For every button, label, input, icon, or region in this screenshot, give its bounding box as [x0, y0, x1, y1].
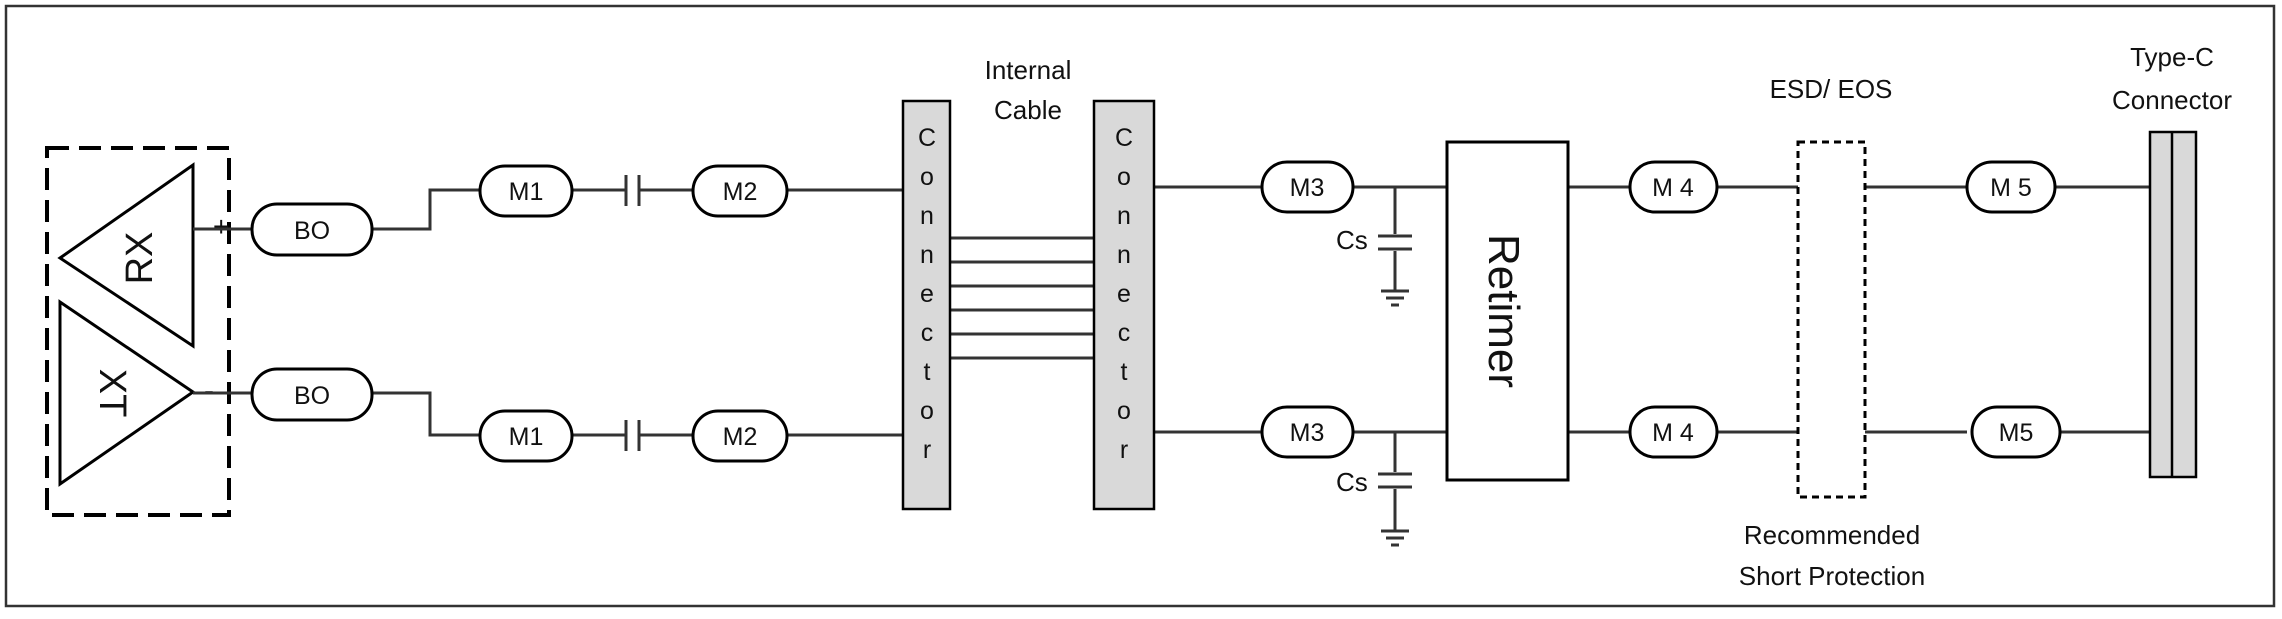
- conn-left-letters-letter: e: [920, 280, 934, 308]
- type-c-label-line1: Type-C: [2130, 42, 2214, 72]
- node-m3-bottom-label: M3: [1290, 419, 1325, 447]
- retimer-label: Retimer: [1479, 234, 1528, 388]
- connector-left-letters: Connector: [918, 124, 936, 464]
- conn-left-letters-letter: o: [920, 163, 934, 191]
- rx-label: RX: [119, 232, 161, 285]
- conn-right-letters-letter: c: [1118, 319, 1131, 347]
- connector-right: [1092, 99, 1156, 511]
- conn-right-letters-letter: o: [1117, 163, 1131, 191]
- shunt-capacitor-top-icon: [1378, 187, 1412, 307]
- conn-left-letters-letter: c: [921, 319, 934, 347]
- tx-triangle-icon: [58, 299, 196, 487]
- node-m1-top-label: M1: [509, 178, 544, 206]
- coupling-capacitor-bottom-icon: [624, 420, 641, 451]
- connector-right-letters: Connector: [1115, 124, 1133, 464]
- esd-eos-protection-box: [1796, 140, 1867, 499]
- node-m4-top-label: M 4: [1652, 174, 1694, 202]
- plus-sign: +: [213, 211, 229, 242]
- node-m5-top: M 5: [1965, 160, 2057, 214]
- node-m2-bottom-label: M2: [723, 423, 758, 451]
- node-m5-bottom: M5: [1970, 405, 2062, 459]
- retimer-block: [1445, 140, 1570, 482]
- node-m4-top: M 4: [1628, 160, 1719, 214]
- recommended-label-line2: Short Protection: [1739, 561, 1925, 591]
- recommended-label-line1: Recommended: [1744, 520, 1920, 550]
- node-m1-bottom: M1: [478, 409, 574, 463]
- transceiver-dashed-box: [45, 146, 231, 517]
- node-bo-top-label: BO: [294, 217, 330, 245]
- node-m4-bottom: M 4: [1628, 405, 1719, 459]
- conn-left-letters-letter: n: [920, 241, 934, 269]
- node-m4-bottom-label: M 4: [1652, 419, 1694, 447]
- connector-left: [901, 99, 952, 511]
- type-c-label-line2: Connector: [2112, 85, 2232, 115]
- esd-eos-label: ESD/ EOS: [1770, 74, 1893, 104]
- conn-left-letters-letter: C: [918, 124, 936, 152]
- minus-sign: -: [204, 374, 214, 407]
- conn-right-letters-letter: C: [1115, 124, 1133, 152]
- top-lane-wires: [193, 185, 2150, 231]
- conn-left-letters-letter: n: [920, 202, 934, 230]
- node-m1-bottom-label: M1: [509, 423, 544, 451]
- internal-cable-wires: [950, 236, 1094, 360]
- node-m2-top-label: M2: [723, 178, 758, 206]
- node-m3-bottom: M3: [1260, 405, 1355, 459]
- conn-right-letters-letter: e: [1117, 280, 1131, 308]
- node-m2-top: M2: [691, 164, 789, 218]
- tx-label: XT: [91, 369, 133, 418]
- node-bo-top: BO: [250, 202, 374, 257]
- node-m2-bottom: M2: [691, 409, 789, 463]
- internal-cable-label-line1: Internal: [985, 55, 1072, 85]
- node-m1-top: M1: [478, 164, 574, 218]
- shunt-capacitor-bottom-icon: [1378, 432, 1412, 547]
- coupling-capacitor-top-icon: [624, 175, 641, 206]
- conn-right-letters-letter: t: [1121, 358, 1128, 386]
- conn-left-letters-letter: o: [920, 397, 934, 425]
- internal-cable-label-line2: Cable: [994, 95, 1062, 125]
- conn-left-letters-letter: r: [923, 436, 931, 464]
- node-m5-bottom-label: M5: [1999, 419, 2034, 447]
- conn-right-letters-letter: r: [1120, 436, 1128, 464]
- conn-right-letters-letter: n: [1117, 241, 1131, 269]
- node-m3-top-label: M3: [1290, 174, 1325, 202]
- cs-label-top: Cs: [1336, 225, 1368, 255]
- node-m5-top-label: M 5: [1990, 174, 2032, 202]
- node-m3-top: M3: [1260, 160, 1355, 214]
- conn-right-letters-letter: o: [1117, 397, 1131, 425]
- node-bo-bottom-label: BO: [294, 382, 330, 410]
- conn-right-letters-letter: n: [1117, 202, 1131, 230]
- rx-triangle-icon: [57, 162, 195, 349]
- node-bo-bottom: BO: [250, 367, 374, 422]
- conn-left-letters-letter: t: [924, 358, 931, 386]
- cs-label-bottom: Cs: [1336, 467, 1368, 497]
